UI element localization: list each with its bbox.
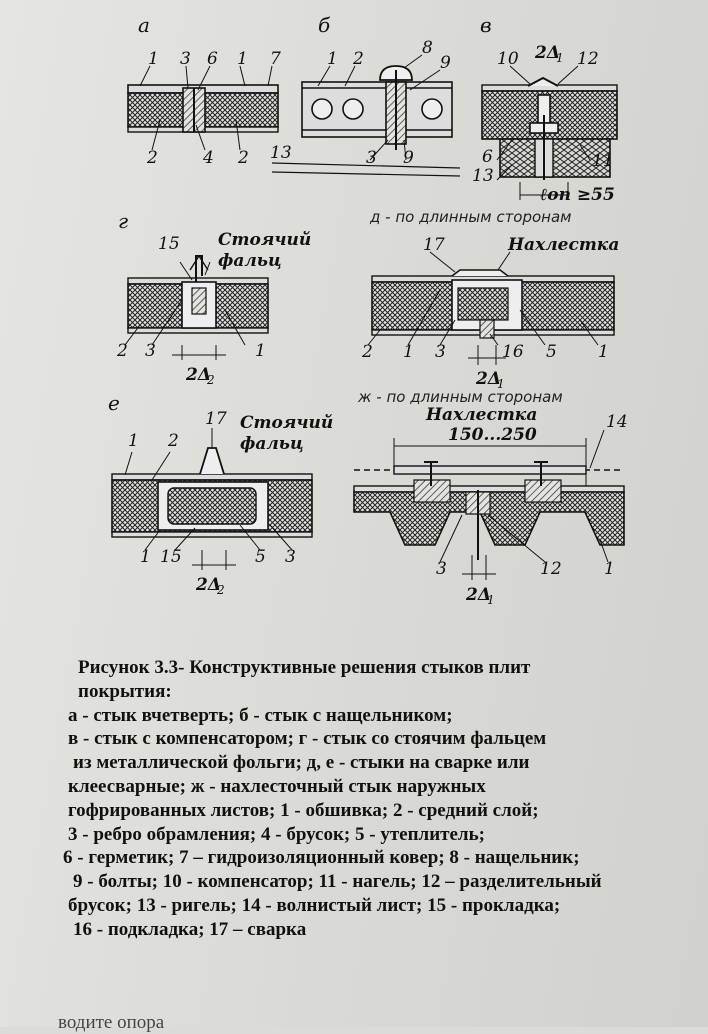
caption-line-11: брусок; 13 - ригель; 14 - волнистый лист… [68, 894, 561, 916]
caption-line-4: в - стык с компенсатором; г - стык со ст… [68, 728, 547, 750]
caption-title: Рисунок 3.3- Конструктивные решения стык… [78, 657, 531, 678]
callout-v-6: 6 [482, 147, 493, 167]
panel-label-a: а [138, 13, 150, 37]
callout-e-3: 3 [285, 547, 296, 567]
joint-g [124, 254, 269, 360]
caption-line-2: покрытия: [78, 680, 172, 702]
callout-v-12: 12 [577, 49, 599, 69]
gap-sub-e: 2 [216, 583, 225, 597]
caption-line-7: гофрированных листов; 1 - обшивка; 2 - с… [68, 799, 539, 821]
callout-g-3: 3 [145, 341, 156, 361]
callout-e-2: 2 [167, 431, 179, 451]
callout-zh-3: 3 [436, 559, 447, 579]
joint-b [271, 54, 461, 177]
panel-label-e: е [108, 391, 120, 415]
panel-label-b: б [318, 13, 331, 37]
callout-g-15: 15 [158, 234, 180, 254]
joint-a [127, 65, 279, 151]
callout-b-3: 3 [366, 148, 377, 168]
gap-label-e: 2Δ [195, 575, 221, 595]
callout-d-1b: 1 [598, 342, 609, 362]
callout-b-1: 1 [327, 49, 338, 69]
callout-zh-14: 14 [606, 412, 628, 432]
caption-line-12: 16 - подкладка; 17 – сварка [73, 918, 307, 940]
callout-b-9: 9 [440, 53, 451, 73]
callout-a-2: 2 [146, 148, 158, 168]
range-label-zh: 150...250 [448, 425, 537, 445]
callout-a-7: 7 [270, 49, 281, 69]
callout-d-5: 5 [546, 342, 557, 362]
callout-e-15: 15 [160, 547, 182, 567]
overlap-label-zh: Нахлестка [425, 405, 537, 425]
callout-b-8: 8 [422, 38, 433, 58]
joint-e [111, 428, 313, 570]
overlap-label-d: Нахлестка [507, 235, 619, 255]
caption-line-8: 3 - ребро обрамления; 4 - брусок; 5 - ут… [68, 823, 485, 845]
joint-v [481, 65, 618, 200]
joint-zh [353, 429, 625, 580]
cutoff-text: водите опора [58, 1012, 165, 1033]
callout-v-11: 11 [592, 151, 614, 171]
caption-line-9: 6 - герметик; 7 – гидроизоляционный кове… [63, 847, 580, 869]
callout-d-16: 16 [502, 342, 524, 362]
callout-v-13: 13 [472, 166, 494, 186]
caption-line-10: 9 - болты; 10 - компенсатор; 11 - нагель… [73, 871, 602, 893]
gap-label-g: 2Δ [185, 365, 211, 385]
support-length-label: ℓоп ≥55 [540, 185, 615, 205]
callout-d-2: 2 [361, 342, 373, 362]
standing-seam-label-e: Стоячий [240, 413, 333, 433]
callout-a-2b: 2 [237, 148, 249, 168]
callout-v-10: 10 [497, 49, 519, 69]
callout-g-1: 1 [255, 341, 266, 361]
callout-e-17: 17 [205, 409, 227, 429]
callout-zh-1: 1 [604, 559, 615, 579]
gap-label-v: 2Δ [534, 43, 560, 63]
gap-sub-zh: 1 [487, 593, 495, 607]
callout-b-13: 13 [270, 143, 292, 163]
callout-d-3: 3 [435, 342, 446, 362]
panel-label-v: в [480, 13, 492, 37]
caption-line-3: а - стык вчетверть; б - стык с нащельник… [68, 704, 453, 726]
callout-a-1b: 1 [237, 49, 248, 69]
joint-d [367, 251, 615, 365]
caption-line-5: из металлической фольги; д, е - стыки на… [73, 752, 530, 774]
callout-b-9b: 9 [403, 148, 414, 168]
callout-e-1: 1 [128, 431, 139, 451]
panel-label-d: д - по длинным сторонам [369, 208, 572, 226]
caption-line-6: клеесварные; ж - нахлесточный стык наруж… [68, 775, 486, 797]
callout-g-2: 2 [116, 341, 128, 361]
callout-a-3: 3 [180, 49, 191, 69]
figure-caption: Рисунок 3.3- Конструктивные решения стык… [58, 656, 708, 942]
callout-b-2: 2 [352, 49, 364, 69]
standing-seam-label-g2: фальц [218, 251, 282, 271]
gap-sub-g: 2 [206, 373, 215, 387]
panel-label-g: г [118, 209, 128, 233]
callout-e-1b: 1 [140, 547, 151, 567]
gap-sub-v: 1 [556, 51, 564, 65]
standing-seam-label-e2: фальц [240, 434, 304, 454]
standing-seam-label-g: Стоячий [218, 230, 311, 250]
gap-label-zh: 2Δ [465, 585, 491, 605]
gap-sub-d: 1 [497, 377, 505, 391]
callout-a-1: 1 [148, 49, 159, 69]
callout-d-17: 17 [423, 235, 445, 255]
callout-a-4: 4 [202, 148, 214, 168]
callout-e-5: 5 [255, 547, 266, 567]
callout-a-6: 6 [207, 49, 218, 69]
gap-label-d: 2Δ [475, 369, 501, 389]
callout-zh-12: 12 [540, 559, 562, 579]
joint-diagrams: а 1 3 6 1 7 2 4 2 б [108, 13, 628, 607]
panel-label-zh: ж - по длинным сторонам [357, 388, 563, 406]
callout-d-1: 1 [403, 342, 414, 362]
